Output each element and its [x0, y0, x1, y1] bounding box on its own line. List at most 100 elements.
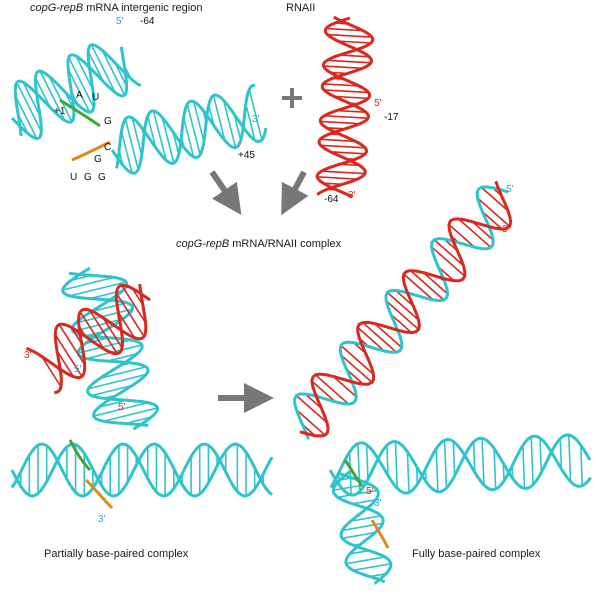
mrna-right-base-pair — [131, 117, 143, 156]
full-horiz-strand-b — [329, 434, 592, 495]
full-duplex-base-pair — [314, 374, 350, 405]
rnaii-base-pair — [323, 89, 369, 94]
full-horiz-base-pair — [452, 441, 456, 476]
base-g4: G — [98, 172, 106, 183]
base-g2: G — [94, 154, 102, 165]
full-duplex-base-pair — [374, 322, 403, 349]
full-duplex-strand-a — [293, 185, 509, 440]
rnaii-base-pair — [324, 114, 369, 120]
full-horiz-base-pair — [493, 448, 497, 490]
partial-rnaii-base-pair — [102, 317, 123, 349]
full-duplex-base-pair — [471, 221, 494, 241]
full-duplex-base-pair — [386, 291, 420, 321]
mrna-region-label: copG-repB mRNA intergenic region — [30, 2, 202, 14]
partial-mrna-base-pair — [103, 407, 158, 423]
partial-mrna-base-pair — [86, 344, 143, 360]
mrna-left-base-pair — [39, 70, 66, 121]
partial-loop-orange — [84, 478, 114, 510]
full-mrna-3prime: 3' — [374, 498, 382, 509]
base-g1: G — [104, 116, 112, 127]
mrna-right-base-pair — [245, 103, 256, 141]
full-duplex-base-pair — [340, 344, 374, 375]
full-vert-base-pair — [346, 556, 385, 565]
partial-mrna-bottom-helix — [10, 442, 274, 498]
mrna-left-base-pair — [101, 49, 126, 96]
rnaii-base-pair — [320, 120, 361, 125]
full-horiz-base-pair — [435, 448, 439, 492]
mrna-left-base-pair — [68, 57, 95, 108]
partial-rnaii-5prime: 5' — [118, 402, 126, 413]
full-vert-strand-a — [331, 468, 386, 584]
partial-complex — [10, 266, 274, 510]
base-g3: G — [84, 172, 92, 183]
full-horiz-base-pair — [559, 438, 563, 469]
mrna-right-base-pair — [186, 103, 201, 155]
complex-gene-name: copG-repB — [176, 238, 230, 250]
partial-bottom-strand-a — [10, 442, 273, 498]
rnaii-base-pair — [336, 109, 366, 113]
mrna-right-base-pair — [212, 95, 226, 141]
full-loop-orange — [370, 519, 390, 549]
rnaii-3prime: 3' — [348, 190, 356, 201]
partial-rnaii-base-pair — [40, 355, 62, 388]
partial-mrna-base-pair — [93, 401, 149, 417]
full-horiz-base-pair — [481, 438, 485, 486]
full-horiz-base-pair — [406, 451, 410, 493]
rnaii-base-pair — [317, 176, 358, 180]
full-duplex-base-pair — [395, 289, 414, 307]
rnaii-base-pair — [334, 95, 369, 100]
complex-text: mRNA/RNAII complex — [232, 238, 342, 250]
full-duplex-base-pair — [385, 300, 420, 331]
rnaii-base-pair — [323, 65, 363, 70]
arrow-from-mrna — [209, 170, 242, 215]
mrna-right-base-pair — [248, 89, 263, 141]
mrna-right-base-pair — [192, 101, 205, 142]
mrna-right-strand-b — [115, 83, 256, 169]
full-horiz-base-pair — [443, 440, 448, 489]
full-horiz-base-pair — [522, 445, 526, 489]
partial-rnaii-base-pair — [117, 311, 136, 339]
rnaii-5prime: 5' — [374, 98, 382, 109]
full-duplex-base-pair — [481, 211, 503, 230]
rnaii-strand-a — [316, 16, 374, 196]
full-horiz-base-pair — [567, 434, 572, 482]
plus-sign — [282, 88, 302, 108]
partial-rnaii-3prime: 3' — [24, 350, 32, 361]
partial-mrna-5prime: 5' — [74, 364, 82, 375]
partial-rnaii-base-pair — [121, 284, 147, 324]
mrna-loop-orange — [71, 140, 111, 162]
full-mrna-horizontal-helix — [328, 433, 592, 497]
mrna-pos-minus64: -64 — [140, 16, 155, 27]
full-rnaii-5prime: 5' — [366, 486, 374, 497]
base-c: C — [104, 142, 112, 153]
partial-rnaii-helix — [25, 283, 151, 394]
partial-rnaii-strand-b — [25, 283, 148, 380]
mrna-left-base-pair — [22, 81, 41, 117]
mrna-left-base-pair — [34, 77, 52, 108]
full-horiz-base-pair — [365, 444, 369, 480]
full-duplex-base-pair — [390, 313, 413, 334]
mrna-left-base-pair — [14, 95, 38, 139]
mrna-5prime: 5' — [116, 16, 124, 27]
partial-mrna-strand-b — [68, 271, 159, 431]
full-duplex-base-pair — [362, 321, 397, 353]
rnaii-structure — [315, 15, 375, 199]
full-duplex-base-pair — [357, 326, 385, 352]
full-duplex-base-pair — [477, 197, 511, 227]
base-u2: U — [70, 172, 78, 183]
full-vert-base-pair — [342, 531, 376, 540]
full-vert-strand-b — [336, 471, 393, 585]
partial-rnaii-base-pair — [115, 292, 145, 337]
partial-loop-green — [68, 439, 92, 472]
partial-mrna-base-pair — [69, 281, 127, 297]
mrna-right-base-pair — [233, 114, 242, 141]
mrna-left-base-pair — [16, 82, 42, 132]
mrna-pos-plus1: +1 — [54, 106, 66, 117]
partial-mrna-base-pair — [99, 366, 147, 379]
mrna-right-base-pair — [120, 131, 133, 174]
mrna-right-helix — [110, 83, 268, 175]
mrna-right-base-pair — [182, 117, 195, 158]
full-duplex-base-pair — [448, 223, 476, 248]
mrna-left-strand-a — [10, 43, 142, 141]
